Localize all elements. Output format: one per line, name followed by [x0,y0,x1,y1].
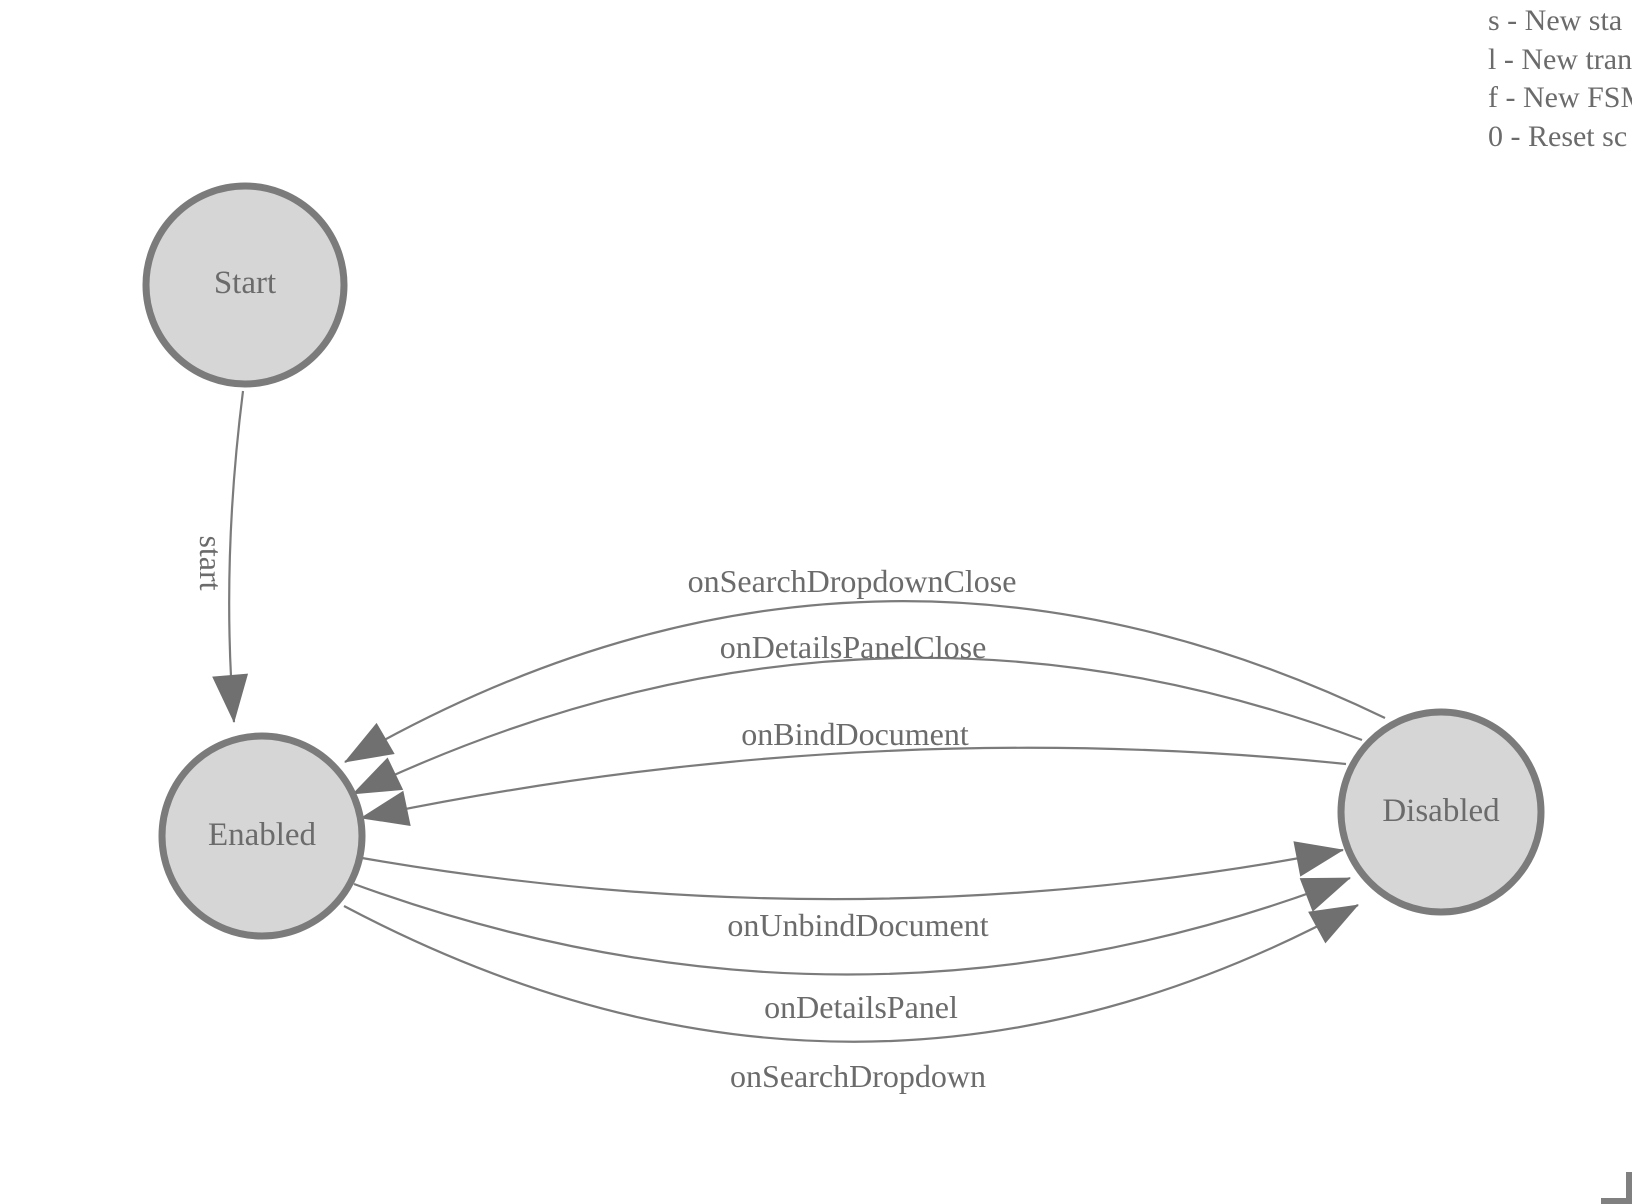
canvas-corner-frame [1601,1172,1632,1204]
state-label: Start [214,265,276,301]
transition-edge-start[interactable] [212,390,249,723]
legend-item: s - New sta [1488,4,1623,37]
state-node-enabled[interactable]: Enabled [158,732,366,940]
corner-frame-horizontal-bar [1601,1198,1632,1204]
transition-edge-onSearchDropdown[interactable] [343,904,1359,1043]
transition-edge-onDetailsPanelClose[interactable] [352,656,1363,795]
transition-label: onSearchDropdown [730,1058,986,1094]
transition-label: start [193,535,229,590]
transition-label: onUnbindDocument [727,907,988,943]
transition-label: onDetailsPanelClose [720,629,987,665]
state-node-start[interactable]: Start [142,182,348,388]
legend-item: f - New FSM [1488,81,1632,114]
transition-edge-onSearchDropdownClose[interactable] [344,600,1386,763]
state-circle[interactable] [158,732,366,940]
transition-edge-onBindDocument[interactable] [360,746,1347,826]
transition-label: onSearchDropdownClose [688,563,1017,599]
legend-item: 0 - Reset sc [1488,119,1628,153]
corner-frame-vertical-bar [1626,1172,1632,1204]
state-circle[interactable] [142,182,348,388]
state-node-disabled[interactable]: Disabled [1337,708,1545,916]
state-label: Enabled [208,817,317,853]
transition-label: onDetailsPanel [764,989,958,1025]
transition-edge-onDetailsPanel[interactable] [353,876,1351,976]
shortcuts-legend: s - New sta l - New tran f - New FSM 0 -… [1488,2,1632,156]
transition-edge-onUnbindDocument[interactable] [361,841,1344,901]
transition-label: onBindDocument [741,716,969,752]
legend-item: l - New tran [1488,42,1632,76]
state-circle[interactable] [1337,708,1545,916]
state-label: Disabled [1382,793,1500,829]
